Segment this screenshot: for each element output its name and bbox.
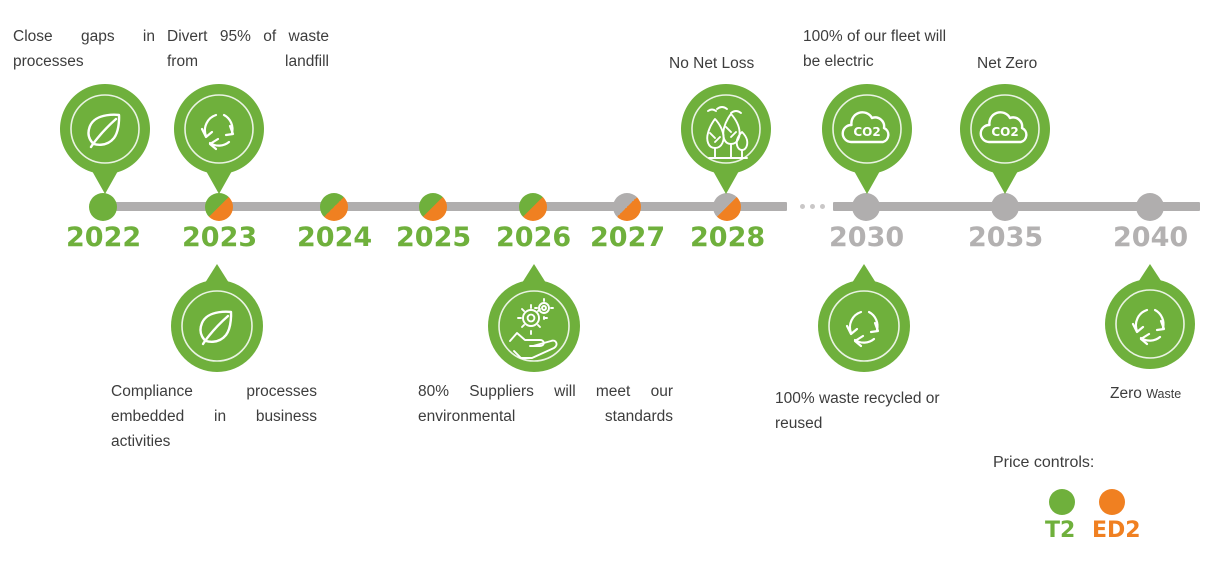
pin-shape-down: CO2	[959, 84, 1050, 194]
timeline-node-2035[interactable]	[991, 193, 1019, 221]
caption-compliance: Compliance processes embedded in busines…	[111, 383, 317, 450]
timeline-gap-dot-2	[810, 204, 815, 209]
node-fill	[205, 193, 233, 221]
pin-2023-recycle[interactable]	[172, 82, 266, 196]
legend-label-ed2: ED2	[1092, 518, 1141, 543]
caption-divert-waste: Divert 95% of waste from landfill	[167, 28, 329, 70]
recycle-icon	[200, 113, 235, 151]
year-label-2035: 2035	[968, 222, 1044, 253]
pin-shape-down	[173, 84, 264, 194]
year-label-2040: 2040	[1113, 222, 1189, 253]
pin-2030-co2[interactable]: CO2	[820, 82, 914, 196]
pin-2035-co2[interactable]: CO2	[958, 82, 1052, 196]
pin-2030-below-recycle[interactable]	[815, 262, 913, 374]
legend-title: Price controls:	[993, 454, 1095, 471]
co2-cloud-icon	[841, 111, 890, 144]
node-fill	[713, 193, 741, 221]
node-fill	[1136, 193, 1164, 221]
recycle-icon	[1131, 308, 1166, 346]
timeline-node-2023[interactable]	[205, 193, 233, 221]
node-fill	[320, 193, 348, 221]
legend-swatch-ed2[interactable]	[1099, 489, 1125, 515]
trees-icon	[706, 106, 749, 159]
caption-fleet-electric: 100% of our fleet will be electric	[803, 28, 947, 70]
timeline-gap-dot-1	[800, 204, 805, 209]
timeline-node-2025[interactable]	[419, 193, 447, 221]
year-label-2022: 2022	[66, 222, 142, 253]
pin-2026-below-suppliers[interactable]	[485, 262, 583, 374]
caption-suppliers: 80% Suppliers will meet our environmenta…	[418, 383, 673, 425]
pin-shape-up	[818, 264, 910, 372]
node-fill	[613, 193, 641, 221]
pin-shape-up	[171, 264, 263, 372]
node-fill	[89, 193, 117, 221]
pin-shape-up	[1105, 264, 1195, 369]
pin-shape-down: CO2	[821, 84, 912, 194]
co2-cloud-icon	[979, 111, 1028, 144]
zero-waste-small: Waste	[1146, 387, 1182, 401]
node-fill	[419, 193, 447, 221]
pin-2040-below-recycle[interactable]	[1102, 262, 1198, 372]
year-label-2027: 2027	[590, 222, 666, 253]
year-label-2026: 2026	[496, 222, 572, 253]
caption-net-zero: Net Zero	[977, 55, 1038, 72]
pin-2028-trees[interactable]	[679, 82, 773, 196]
timeline-node-2024[interactable]	[320, 193, 348, 221]
zero-waste-main: Zero	[1110, 385, 1142, 402]
leaf-icon	[87, 113, 121, 149]
caption-no-net-loss: No Net Loss	[669, 55, 755, 72]
legend-swatch-t2[interactable]	[1049, 489, 1075, 515]
year-label-2030: 2030	[829, 222, 905, 253]
timeline-node-2028[interactable]	[713, 193, 741, 221]
year-label-2023: 2023	[182, 222, 258, 253]
caption-close-gaps: Close gaps in processes	[13, 28, 155, 70]
leaf-icon	[199, 310, 233, 346]
recycle-icon	[845, 310, 880, 348]
pin-2023-below-leaf[interactable]	[168, 262, 266, 374]
timeline-node-2040[interactable]	[1136, 193, 1164, 221]
hand-gears-icon	[509, 298, 558, 359]
node-fill	[519, 193, 547, 221]
year-label-2028: 2028	[690, 222, 766, 253]
timeline-node-2022[interactable]	[89, 193, 117, 221]
co2-label: CO2	[991, 125, 1018, 139]
caption-zero-waste: Zero Waste	[1110, 381, 1220, 407]
timeline-node-2026[interactable]	[519, 193, 547, 221]
pin-shape-down	[59, 84, 150, 194]
year-label-2025: 2025	[396, 222, 472, 253]
pin-shape-down	[680, 84, 771, 194]
timeline-gap-dot-3	[820, 204, 825, 209]
node-fill	[991, 193, 1019, 221]
caption-waste-recycled: 100% waste recycled or reused	[775, 390, 940, 432]
node-fill	[852, 193, 880, 221]
timeline-node-2027[interactable]	[613, 193, 641, 221]
pin-2022-leaf[interactable]	[58, 82, 152, 196]
year-label-2024: 2024	[297, 222, 373, 253]
legend-label-t2: T2	[1045, 518, 1076, 543]
timeline-node-2030[interactable]	[852, 193, 880, 221]
pin-shape-up	[488, 264, 580, 372]
co2-label: CO2	[853, 125, 880, 139]
